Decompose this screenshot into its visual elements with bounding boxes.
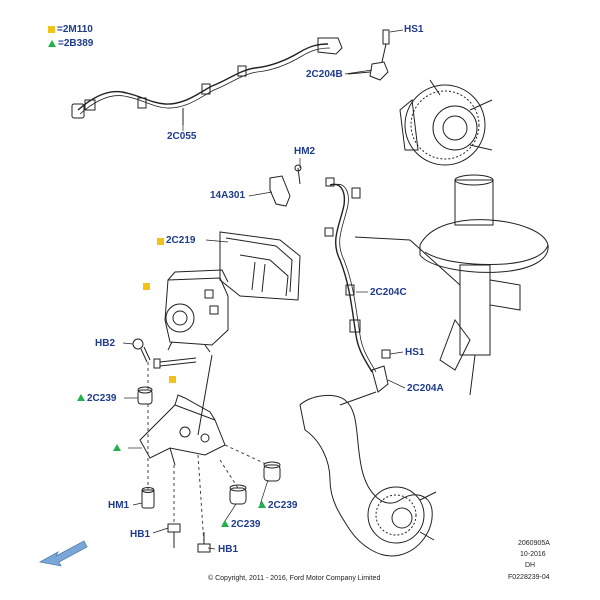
mounting-bracket — [139, 394, 226, 466]
legend-row-triangle: =2B389 — [48, 38, 93, 50]
copyright-text: © Copyright, 2011 - 2016, Ford Motor Com… — [208, 575, 381, 582]
green-triangle-icon — [77, 394, 85, 401]
sensor-harness-2c204c — [324, 177, 461, 393]
yellow-square-icon — [143, 283, 150, 290]
steering-knuckle — [299, 391, 437, 557]
yellow-square-icon — [48, 25, 55, 33]
bolt-hb1-right — [197, 532, 211, 553]
legend-equals: = — [58, 38, 64, 49]
callout-2c239-left: 2C239 — [87, 393, 117, 404]
wheel-speed-sensor-2c204b — [347, 29, 390, 81]
bracket-14a301 — [269, 164, 302, 207]
green-triangle-icon — [258, 501, 266, 508]
callout-2c055: 2C055 — [167, 131, 197, 142]
callout-hb2: HB2 — [95, 338, 116, 349]
callout-hm1: HM1 — [108, 500, 130, 511]
callout-2c219: 2C219 — [166, 235, 196, 246]
legend-row-square: =2M110 — [48, 24, 93, 36]
suspension-strut — [419, 174, 549, 396]
callout-2c204a: 2C204A — [407, 383, 444, 394]
legend-square-code: 2M110 — [62, 24, 93, 35]
yellow-square-icon — [169, 376, 176, 383]
legend-triangle-code: 2B389 — [63, 38, 94, 49]
callout-14a301: 14A301 — [210, 190, 246, 201]
bolt-long — [153, 357, 197, 369]
spacer-hm1 — [141, 487, 155, 509]
callout-hb1-right: HB1 — [218, 544, 239, 555]
callout-hb1-left: HB1 — [130, 529, 151, 540]
green-triangle-icon — [221, 520, 229, 527]
yellow-square-icon — [157, 238, 164, 245]
control-module-2c219 — [219, 231, 301, 301]
callout-2c239-right: 2C239 — [268, 500, 298, 511]
grommet-2c239-bottom — [229, 484, 247, 505]
leader-lines — [122, 29, 406, 550]
callout-hs1-mid: HS1 — [405, 347, 425, 358]
reference-code: 2060905A — [518, 540, 550, 547]
wiring-harness-2c055 — [71, 37, 343, 125]
orientation-arrow-icon — [38, 540, 88, 567]
figure-id: F0228239-04 — [508, 574, 550, 581]
callout-2c204c: 2C204C — [370, 287, 407, 298]
upper-wheel-hub — [399, 79, 493, 166]
grommet-2c239-right — [263, 461, 281, 482]
callout-2c239-bottom: 2C239 — [231, 519, 261, 530]
callout-hs1-top: HS1 — [404, 24, 424, 35]
callout-hm2: HM2 — [294, 146, 316, 157]
grommet-2c239-left — [137, 386, 153, 405]
hydraulic-control-unit — [164, 269, 229, 436]
green-triangle-icon — [113, 444, 121, 451]
author-initials: DH — [525, 562, 536, 569]
assembly-lines — [147, 362, 269, 545]
revision-date: 10-2016 — [520, 551, 546, 558]
bolt-hb1-left — [167, 523, 181, 548]
callout-2c204b: 2C204B — [306, 69, 343, 80]
fastener-hb2 — [132, 338, 151, 363]
green-triangle-icon — [48, 39, 56, 47]
legend-equals: = — [57, 24, 63, 35]
